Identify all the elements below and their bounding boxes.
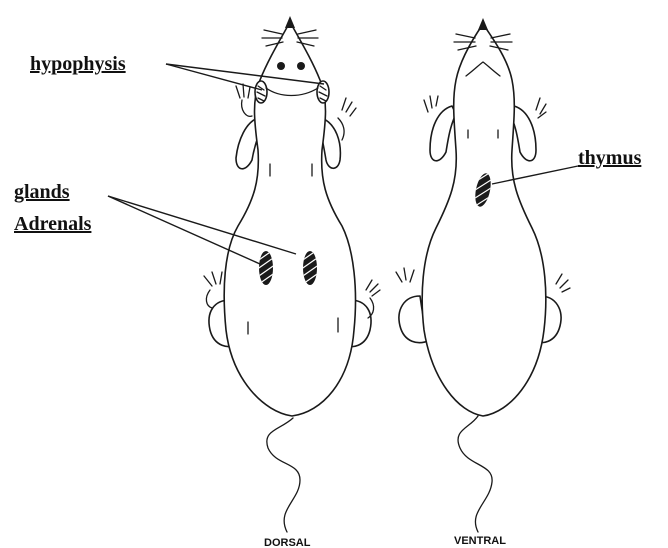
ventral-hind-left-paw xyxy=(396,268,414,282)
dorsal-rat xyxy=(204,16,380,532)
ventral-front-left-paw xyxy=(424,96,438,112)
ventral-tail xyxy=(458,416,492,532)
dorsal-nose xyxy=(285,16,295,28)
dorsal-tail xyxy=(267,418,300,532)
label-hypophysis: hypophysis xyxy=(30,53,126,75)
dorsal-front-right-paw xyxy=(338,98,356,140)
hypophysis-leader-left xyxy=(166,64,262,90)
label-adrenals: Adrenals xyxy=(14,213,92,235)
dorsal-body xyxy=(224,22,355,416)
dorsal-front-left-paw xyxy=(236,84,252,116)
caption-ventral: VENTRAL xyxy=(454,535,506,547)
ventral-front-right-paw xyxy=(536,98,546,118)
label-thymus: thymus xyxy=(578,147,642,169)
dorsal-right-eye xyxy=(297,62,305,70)
ventral-front-left-limb xyxy=(430,106,456,161)
ventral-body xyxy=(422,24,546,416)
ventral-rat xyxy=(396,18,570,532)
dorsal-left-eye xyxy=(277,62,285,70)
ventral-nose xyxy=(478,18,488,30)
ventral-hind-right-paw xyxy=(556,274,570,292)
label-glands: glands xyxy=(14,181,70,203)
caption-dorsal: DORSAL xyxy=(264,537,311,548)
